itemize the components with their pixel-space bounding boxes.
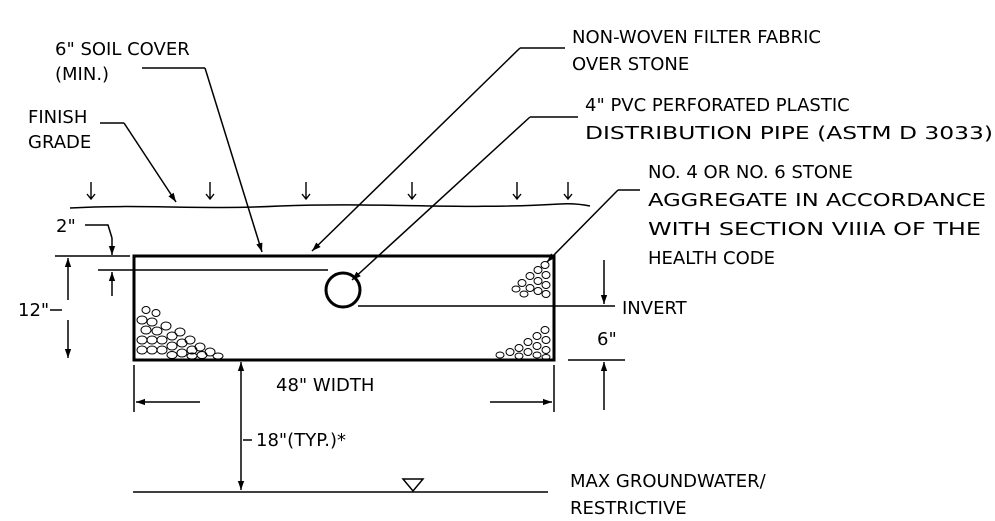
- finish-grade-label-line2: GRADE: [28, 132, 91, 153]
- stone-aggregate: [136, 261, 551, 360]
- dim-12in-label: 12": [18, 300, 49, 321]
- dim-separation-lines: [237, 362, 252, 490]
- dim-2in-label: 2": [56, 216, 76, 237]
- groundwater-label-line2: RESTRICTIVE: [570, 498, 687, 519]
- invert-label: INVERT: [622, 298, 688, 319]
- stone-label-line2: AGGREGATE IN ACCORDANCE: [648, 190, 986, 211]
- distribution-pipe: [324, 271, 362, 309]
- dim-2in-lines: [85, 224, 328, 296]
- finish-grade-line: [69, 203, 591, 209]
- dim-width-lines: [133, 365, 555, 412]
- separation-label: 18"(TYP.)*: [256, 430, 346, 451]
- stone-label-line4: HEALTH CODE: [648, 248, 775, 269]
- soil-cover-label-line2: (MIN.): [55, 64, 109, 85]
- stone-label-line1: NO. 4 OR NO. 6 STONE: [648, 162, 853, 183]
- width-label: 48" WIDTH: [276, 375, 374, 396]
- filter-fabric-label-line2: OVER STONE: [572, 54, 689, 75]
- groundwater-line: [133, 478, 548, 493]
- stone-label-line3: WITH SECTION VIIIA OF THE: [648, 219, 981, 240]
- dim-6in-label: 6": [597, 329, 617, 350]
- pvc-pipe-label-line1: 4" PVC PERFORATED PLASTIC: [585, 95, 850, 116]
- grass-ticks: [86, 182, 573, 201]
- trench-outline: [132, 254, 556, 362]
- soil-cover-label-line1: 6" SOIL COVER: [55, 39, 190, 60]
- dim-12in-lines: [50, 255, 130, 358]
- leader-lines: [100, 47, 640, 281]
- pvc-pipe-label-line2: DISTRIBUTION PIPE (ASTM D 3033): [585, 123, 993, 144]
- groundwater-label-line1: MAX GROUNDWATER/: [570, 471, 767, 492]
- dim-6in-lines: [358, 260, 625, 410]
- finish-grade-label-line1: FINISH: [28, 107, 87, 128]
- filter-fabric-label-line1: NON-WOVEN FILTER FABRIC: [572, 27, 821, 48]
